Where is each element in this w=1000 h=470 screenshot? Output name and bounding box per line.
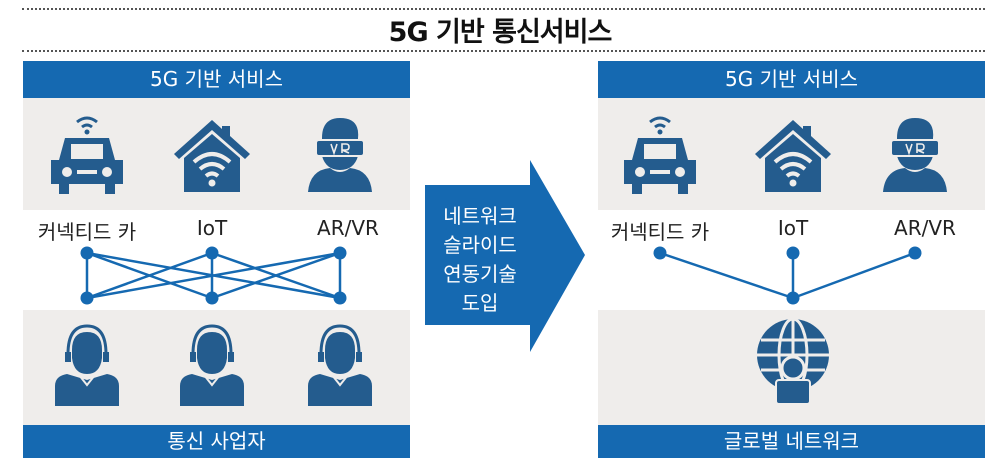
left-operator-bar: 통신 사업자	[23, 425, 410, 458]
label-ar-vr: AR/VR	[894, 216, 956, 240]
hub-connections	[653, 246, 922, 305]
node-dot	[908, 246, 922, 260]
page-title: 5G 기반 통신서비스	[388, 17, 613, 48]
node-dot	[80, 291, 94, 305]
arrow-line: 도입	[461, 291, 499, 315]
operator-agent-icon	[306, 324, 374, 408]
operator-agent-icon	[53, 324, 121, 408]
smart-home-icon	[172, 118, 252, 194]
connection-line	[86, 251, 341, 300]
right-services-bar: 5G 기반 서비스	[598, 61, 985, 98]
arrow-line: 슬라이드	[443, 233, 517, 257]
arrow-caption: 네트워크 슬라이드 연동기술 도입	[430, 202, 530, 318]
arrow-line: 연동기술	[443, 262, 517, 286]
label-connected-car: 커넥티드 카	[37, 220, 137, 244]
divider-bottom	[22, 50, 985, 52]
slide-arrow	[425, 160, 585, 352]
right-network-bar: 글로벌 네트워크	[598, 425, 985, 458]
node-dot	[205, 246, 219, 260]
node-dot	[786, 246, 800, 260]
label-ar-vr: AR/VR	[317, 216, 379, 240]
node-dot	[653, 246, 667, 260]
label-connected-car: 커넥티드 카	[610, 220, 710, 244]
connection-line	[792, 251, 916, 300]
node-dot	[333, 246, 347, 260]
node-dot	[786, 291, 800, 305]
car-icon	[622, 116, 698, 196]
node-dot	[205, 291, 219, 305]
node-dot	[333, 291, 347, 305]
node-dot	[80, 246, 94, 260]
globe-network-icon	[757, 317, 829, 405]
connection-line	[86, 251, 213, 300]
smart-home-icon	[753, 118, 833, 194]
divider-top	[22, 8, 985, 10]
label-iot: IoT	[196, 216, 228, 240]
label-iot: IoT	[777, 216, 809, 240]
left-services-bar: 5G 기반 서비스	[23, 61, 410, 98]
connection-line	[659, 251, 794, 300]
connection-line	[211, 251, 341, 300]
arrow-line: 네트워크	[443, 204, 517, 228]
operator-agent-icon	[178, 324, 246, 408]
many-to-many-connections	[80, 246, 347, 305]
car-icon	[49, 116, 125, 196]
vr-user-icon	[882, 117, 948, 193]
vr-user-icon	[307, 117, 373, 193]
